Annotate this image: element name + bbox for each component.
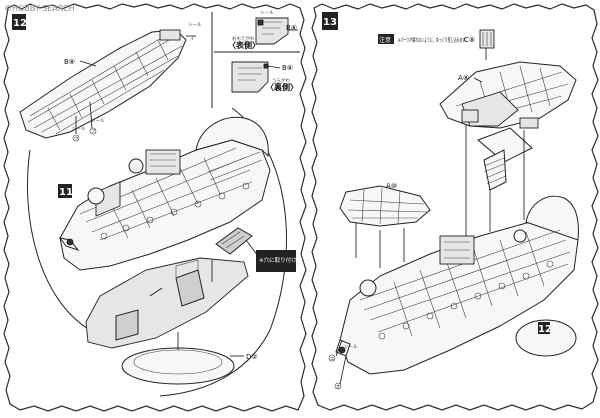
label-b8-inset2: B⑧ (282, 64, 293, 72)
upper-deck-a8 (439, 61, 577, 191)
inset-front (255, 17, 298, 45)
sticker-label-i: イ (190, 37, 195, 42)
sticker-label-a: ア (91, 129, 96, 135)
guide-lines (355, 124, 525, 268)
step-11-box (58, 184, 72, 198)
watermark-text: ©HOBBY SEARCH (4, 4, 75, 13)
lower-hull-grey (85, 257, 249, 349)
sticker-label-1: シール (188, 23, 202, 28)
ship-hull-assembly (58, 116, 271, 271)
note-left: ※穴に取り付けます。 (259, 256, 313, 264)
step-12-box (12, 14, 26, 30)
leader-b8-inset2 (267, 65, 281, 69)
step-12-badge (538, 322, 550, 334)
label-a10: A⑩ (386, 182, 397, 190)
sticker-marker-1 (328, 354, 336, 362)
leader-b8-top (79, 60, 97, 67)
stand-part (121, 332, 244, 385)
inset-divider (211, 12, 300, 108)
caution-badge (378, 34, 394, 44)
step-12-badge-number: 12 (538, 324, 552, 335)
deck-part-b8 (19, 29, 196, 142)
label-b8-inset: B⑧ (286, 24, 297, 32)
assembly-guide-curve-inner (27, 149, 91, 331)
step-13-box (322, 12, 338, 30)
caution-head: 注意 (379, 36, 391, 44)
leader-note-left (245, 239, 259, 257)
sticker-marker-2 (334, 382, 342, 390)
platform-a10 (339, 185, 431, 227)
step-13-number: 13 (323, 17, 337, 28)
inset-back-label: 〈裏側〉 (266, 82, 298, 92)
ship-hull-final (335, 195, 579, 375)
inset-sticker-label: シール (260, 11, 274, 16)
step-12-number: 12 (13, 18, 27, 29)
note-box-left (256, 250, 296, 272)
label-d2: D② (246, 353, 258, 361)
label-a8: A⑧ (458, 74, 469, 82)
sticker-label-right: シール (344, 345, 358, 350)
sticker-label-e: エ (330, 356, 335, 362)
inset-back (231, 61, 269, 93)
leader-a8 (473, 77, 483, 83)
inset-front-label: 〈表側〉 (228, 40, 260, 50)
sticker-label-3: シール (72, 127, 86, 132)
step-11-number: 11 (59, 187, 73, 198)
rail-part-c8 (479, 29, 495, 60)
sticker-leader-right (335, 339, 347, 385)
caution-body: ※パーツが壊れないように、ゆっくり差し込みます。 (398, 36, 468, 44)
sticker-label-2: シール (91, 119, 105, 124)
inset-back-ruby: うらがわ (272, 77, 290, 84)
label-b8-top: B⑧ (64, 58, 75, 66)
inset-front-ruby: おもてがわ (232, 35, 255, 42)
sticker-label-o: オ (336, 384, 341, 390)
label-c8: C⑧ (464, 36, 475, 44)
sticker-label-u: ウ (74, 135, 79, 142)
stand-right (515, 319, 577, 357)
